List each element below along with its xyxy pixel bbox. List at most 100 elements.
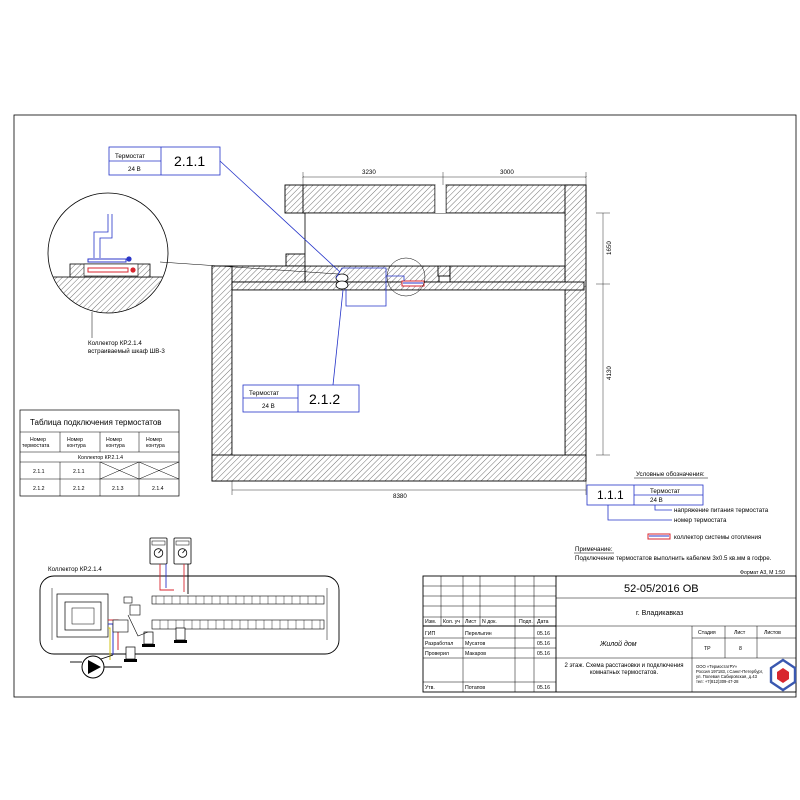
svg-text:Мусатов: Мусатов — [465, 641, 485, 647]
svg-text:Лист: Лист — [465, 619, 477, 625]
dim-right-lower: 4130 — [606, 366, 613, 380]
svg-text:Номер: Номер — [67, 437, 83, 443]
company-logo — [769, 658, 797, 692]
callout-2-1-2-label: Термостат — [249, 390, 279, 397]
table-collector: Коллектор КР.2.1.4 — [78, 455, 123, 461]
valve-drive — [124, 646, 137, 662]
svg-text:05.16: 05.16 — [537, 641, 550, 647]
stage-header: Стадия — [698, 630, 716, 636]
sheet-header: Лист — [734, 630, 746, 636]
svg-text:Утв.: Утв. — [425, 685, 435, 691]
dimension-lines — [231, 172, 610, 495]
table-row: 2.1.1 2.1.1 — [33, 469, 85, 475]
svg-text:Изм.: Изм. — [425, 619, 436, 625]
legend-number: 1.1.1 — [597, 488, 624, 502]
svg-text:Россия 197183, г.Санкт-Петербу: Россия 197183, г.Санкт-Петербург, — [696, 669, 763, 674]
title-block: 52-05/2016 ОВ г. Владикавказ Жилой дом 2… — [422, 575, 797, 693]
valve-drive — [174, 627, 187, 643]
company-info: ООО «ТермостатРУ» Россия 197183, г.Санкт… — [696, 664, 763, 684]
svg-text:Макаров: Макаров — [465, 651, 486, 657]
drawing-code: 52-05/2016 ОВ — [624, 583, 699, 595]
thermostat-unit — [149, 537, 168, 565]
legend-voltage: 24 В — [650, 497, 663, 504]
sheets-header: Листов — [764, 630, 781, 636]
svg-text:тел: +7(812)309-47-28: тел: +7(812)309-47-28 — [696, 679, 739, 684]
sheet-frame — [13, 114, 797, 698]
stage-value: ТР — [704, 646, 711, 652]
svg-text:05.16: 05.16 — [537, 651, 550, 657]
svg-text:контура: контура — [67, 443, 86, 449]
callout-2-1-2-number: 2.1.2 — [309, 391, 340, 407]
svg-text:05.16: 05.16 — [537, 631, 550, 637]
callout-2-1-2-voltage: 24 В — [262, 403, 275, 410]
svg-text:термостата: термостата — [22, 443, 50, 449]
wiring-diagram: Коллектор КР.2.1.4 — [39, 537, 340, 679]
dim-top-right: 3000 — [500, 169, 514, 176]
signature-row: Проверил Макаров 05.16 — [425, 651, 550, 657]
thermostat-2-1-2-symbol — [335, 280, 349, 290]
project-name: Жилой дом — [599, 640, 637, 648]
svg-text:контура: контура — [146, 443, 165, 449]
signature-row: Разработал Мусатов 05.16 — [425, 641, 550, 647]
callout-2-1-1-voltage: 24 В — [128, 166, 141, 173]
callout-2-1-1-label: Термостат — [115, 153, 145, 160]
city: г. Владикавказ — [636, 610, 683, 617]
svg-text:Перелыгин: Перелыгин — [465, 631, 492, 637]
legend-format: Формат А3, М 1:50 — [740, 570, 785, 576]
dim-right-upper: 1650 — [606, 241, 613, 255]
svg-text:2.1.2: 2.1.2 — [73, 486, 85, 492]
svg-text:Потапов: Потапов — [465, 685, 485, 691]
dim-top-left: 3230 — [362, 169, 376, 176]
sheet-value: 8 — [739, 646, 742, 652]
legend-title: Условные обозначения: — [636, 471, 705, 478]
collector-note-line2: встраиваемый шкаф ШВ-3 — [88, 348, 165, 355]
callout-2-1-2: Термостат 24 В 2.1.2 — [242, 289, 360, 413]
legend-note-text: Подключение термостатов выполнить кабеле… — [575, 555, 772, 562]
legend-note-title: Примечание: — [575, 546, 613, 553]
table-title: Таблица подключения термостатов — [30, 418, 162, 427]
signature-row: ГИП Перелыгин 05.16 — [425, 631, 550, 637]
wiring-title: Коллектор КР.2.1.4 — [48, 566, 102, 573]
connection-table: Таблица подключения термостатов Номер те… — [19, 409, 180, 497]
svg-text:Номер: Номер — [106, 437, 122, 443]
legend: Условные обозначения: 1.1.1 Термостат 24… — [574, 471, 785, 576]
terminal-row-mid — [151, 619, 325, 630]
signature-row: Утв. Потапов 05.16 — [425, 685, 550, 691]
svg-text:ГИП: ГИП — [425, 631, 436, 637]
legend-number-desc: номер термостата — [674, 517, 727, 524]
svg-text:Номер: Номер — [146, 437, 162, 443]
valve-drive — [142, 631, 155, 647]
svg-text:Разработал: Разработал — [425, 641, 453, 647]
svg-text:2.1.4: 2.1.4 — [152, 486, 164, 492]
floor-plan: 3230 3000 1650 4130 8380 — [211, 169, 613, 500]
table-header: Номер термостата Номер контура Номер кон… — [22, 437, 165, 449]
drawing-title: 2 этаж. Схема расстановки и подключения … — [564, 663, 684, 676]
svg-text:N док.: N док. — [482, 619, 497, 625]
dim-bottom: 8380 — [393, 493, 407, 500]
legend-voltage-desc: напряжение питания термостата — [674, 507, 769, 514]
svg-text:Номер: Номер — [30, 437, 46, 443]
svg-text:контура: контура — [106, 443, 125, 449]
svg-text:Проверил: Проверил — [425, 651, 449, 657]
svg-text:2.1.3: 2.1.3 — [112, 486, 124, 492]
callout-2-1-1: Термостат 24 В 2.1.1 — [108, 146, 341, 273]
thermostat-unit — [173, 537, 192, 565]
terminal-row-top — [151, 595, 325, 605]
table-row: 2.1.2 2.1.2 2.1.3 2.1.4 — [33, 486, 164, 492]
svg-text:2.1.2: 2.1.2 — [33, 486, 45, 492]
collector-note-line1: Коллектор КР.2.1.4 — [88, 340, 142, 347]
svg-text:Дата: Дата — [537, 619, 549, 625]
svg-text:ул. Полевая Сабировская, д.43: ул. Полевая Сабировская, д.43 — [696, 674, 758, 679]
svg-text:ООО «ТермостатРУ»: ООО «ТермостатРУ» — [696, 664, 738, 669]
svg-text:2.1.1: 2.1.1 — [33, 469, 45, 475]
legend-label: Термостат — [650, 488, 680, 495]
revision-header: Изм. Кол. уч Лист N док. Подп. Дата — [425, 619, 549, 625]
controller-body — [39, 575, 340, 655]
svg-text:2.1.1: 2.1.1 — [73, 469, 85, 475]
svg-text:Подп.: Подп. — [519, 619, 533, 625]
legend-collector-desc: коллектор системы отопления — [674, 534, 761, 541]
callout-2-1-1-number: 2.1.1 — [174, 153, 205, 169]
svg-text:05.16: 05.16 — [537, 685, 550, 691]
svg-text:Кол. уч: Кол. уч — [443, 619, 460, 625]
